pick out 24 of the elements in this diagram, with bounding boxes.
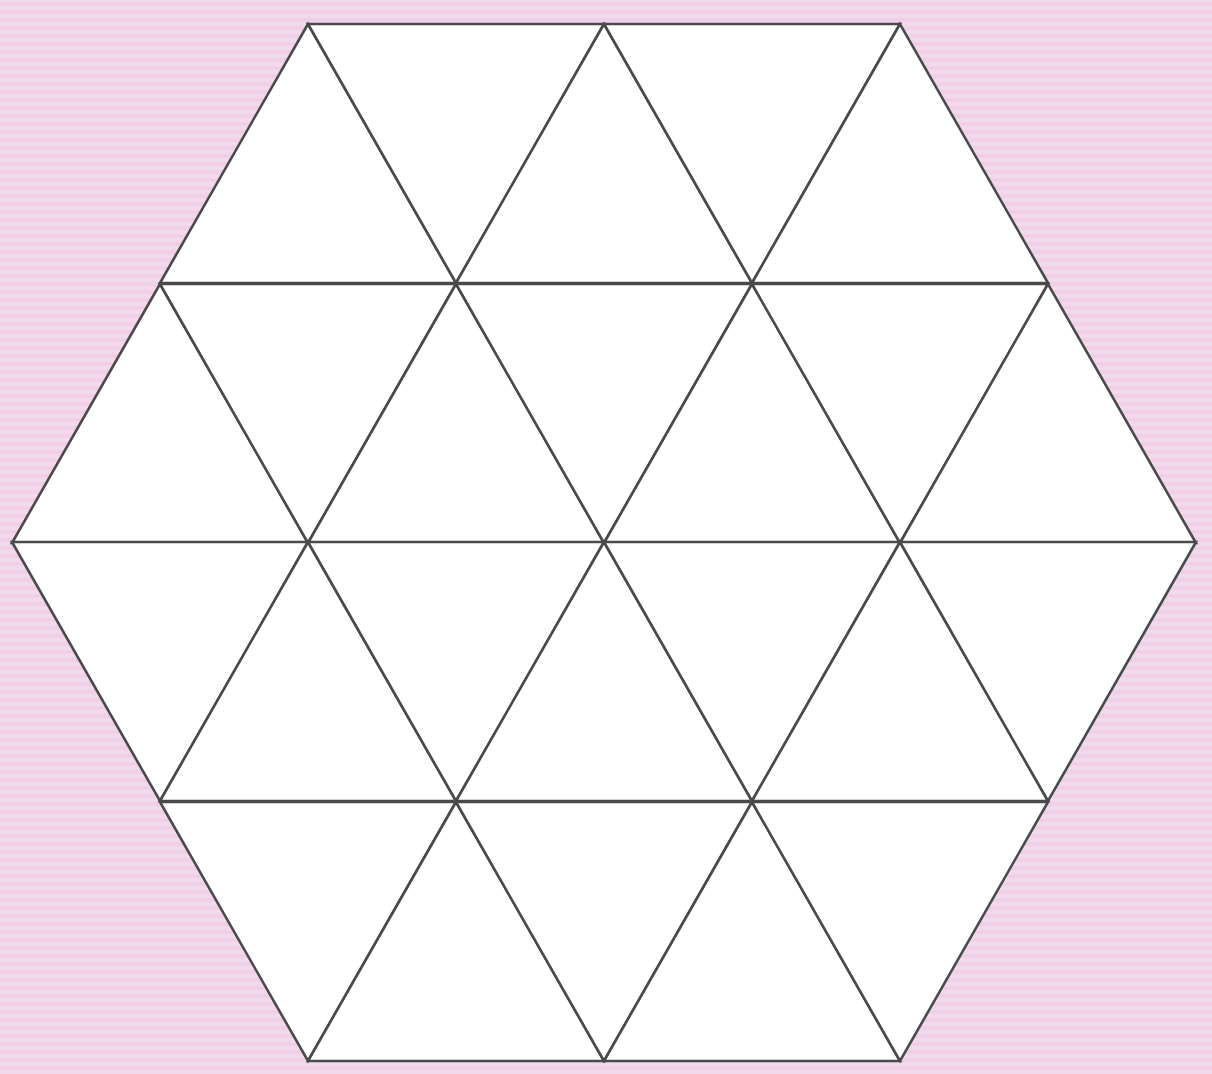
triangle-tile bbox=[160, 542, 456, 801]
triangle-tile bbox=[900, 542, 1196, 801]
triangle-tile bbox=[456, 801, 752, 1060]
triangle-tile bbox=[752, 24, 1048, 283]
triangle-tile bbox=[12, 283, 308, 542]
triangle-tile bbox=[308, 801, 604, 1060]
triangle-tile bbox=[308, 542, 604, 801]
triangle-tile bbox=[604, 542, 900, 801]
triangle-tile bbox=[160, 283, 456, 542]
triangle-tile bbox=[752, 801, 1048, 1060]
triangle-tile bbox=[12, 542, 308, 801]
triangle-tile bbox=[456, 283, 752, 542]
triangle-tile bbox=[752, 283, 1048, 542]
triangle-tile bbox=[160, 801, 456, 1060]
triangle-tile bbox=[160, 24, 456, 283]
triangle-tile bbox=[604, 283, 900, 542]
triangle-tile bbox=[308, 283, 604, 542]
triangle-tile bbox=[900, 283, 1196, 542]
triangle-tile bbox=[308, 24, 604, 283]
triangle-tile bbox=[752, 542, 1048, 801]
triangle-tile bbox=[604, 801, 900, 1060]
triangle-tile bbox=[604, 24, 900, 283]
triangle-tile bbox=[456, 24, 752, 283]
triangle-tile bbox=[456, 542, 752, 801]
